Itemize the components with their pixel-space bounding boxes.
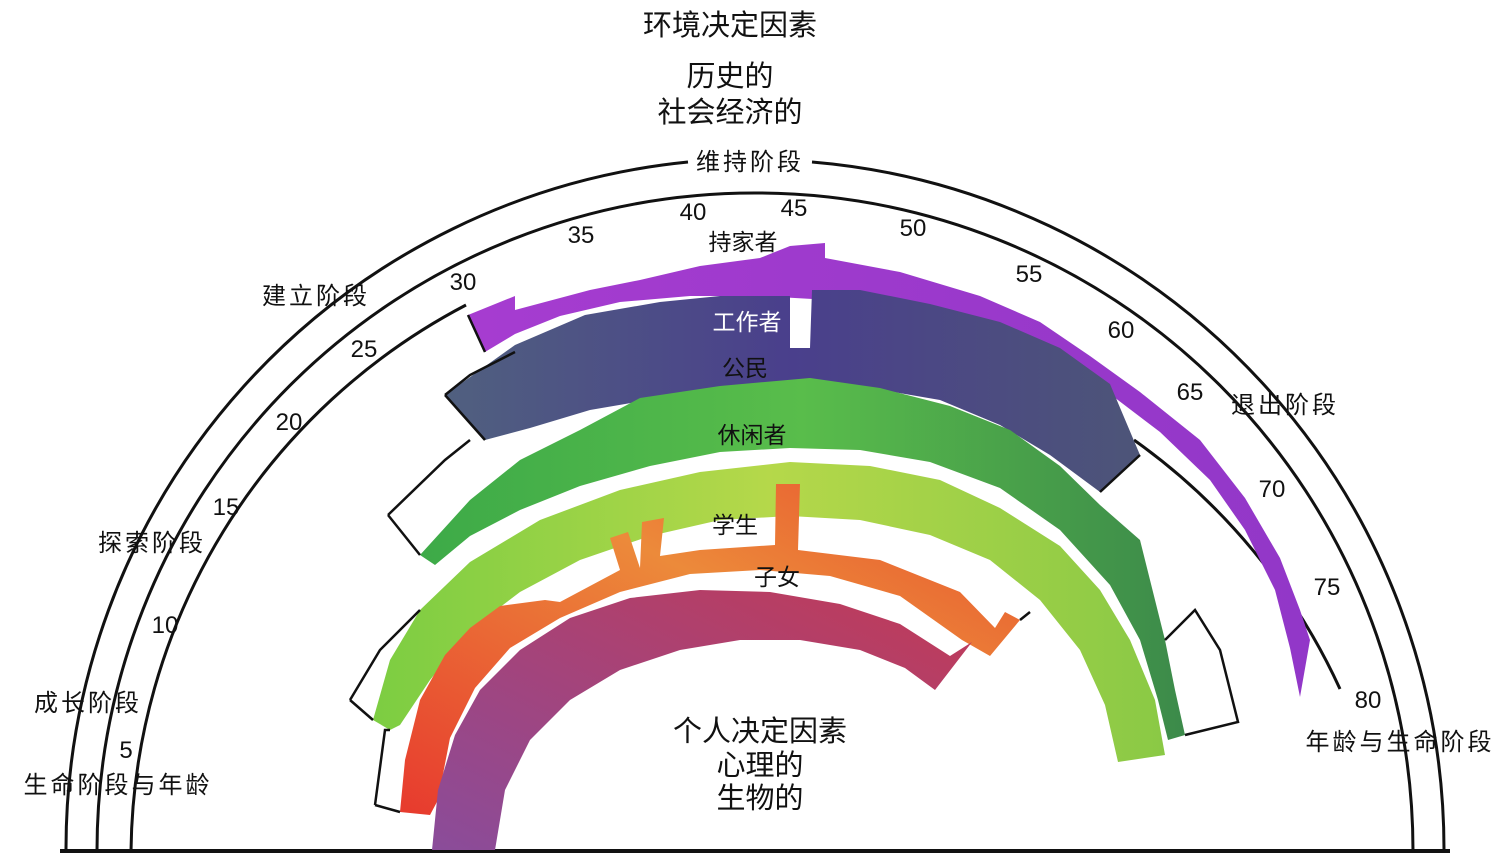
stage-exploration: 探索阶段 — [98, 529, 206, 557]
age-label: 70 — [1259, 476, 1286, 503]
band-outlines — [348, 314, 1240, 814]
inner-arc-right — [1133, 438, 1342, 690]
age-label: 80 — [1355, 687, 1382, 714]
age-label: 65 — [1177, 379, 1204, 406]
age-label: 40 — [680, 199, 707, 226]
age-label: 35 — [568, 222, 595, 249]
outline-citizen-left — [387, 394, 486, 556]
age-labels: 5 10 15 20 25 30 35 40 45 50 55 60 65 70… — [119, 195, 1381, 764]
age-label: 20 — [276, 409, 303, 436]
outer-arc-right — [811, 160, 1446, 852]
age-label: 45 — [781, 195, 808, 222]
center-line2: 生物的 — [716, 781, 803, 815]
role-label-child: 子女 — [754, 565, 800, 591]
center-title: 个人决定因素 — [673, 714, 847, 748]
age-label: 10 — [152, 612, 179, 639]
age-label: 75 — [1314, 574, 1341, 601]
outline-leisure-right — [1164, 608, 1240, 737]
age-label: 55 — [1016, 261, 1043, 288]
middle-arc — [95, 191, 1415, 852]
stage-decline: 退出阶段 — [1231, 391, 1339, 419]
role-label-student: 学生 — [712, 513, 758, 539]
age-label: 15 — [213, 494, 240, 521]
role-bands — [373, 243, 1310, 850]
role-labels: 持家者 工作者 公民 休闲者 学生 子女 — [709, 230, 801, 591]
axis-label-left: 生命阶段与年龄 — [24, 771, 213, 799]
band-child — [432, 590, 972, 850]
stage-growth: 成长阶段 — [34, 689, 142, 717]
stage-maintenance: 维持阶段 — [696, 148, 804, 176]
outer-arcs — [64, 160, 1446, 852]
center-line1: 心理的 — [716, 748, 803, 782]
role-label-leisure: 休闲者 — [718, 423, 787, 449]
outline-leisure-left — [348, 609, 421, 721]
header-line1: 历史的 — [686, 59, 773, 93]
header-title: 环境决定因素 — [643, 8, 817, 42]
age-label: 50 — [900, 215, 927, 242]
role-label-citizen: 公民 — [722, 356, 768, 382]
age-label: 25 — [351, 336, 378, 363]
header-line2: 社会经济的 — [657, 95, 802, 129]
outline-student-right — [1019, 611, 1031, 621]
age-label: 60 — [1108, 317, 1135, 344]
band-worker — [445, 290, 1140, 492]
outer-arc-left — [64, 160, 689, 852]
axis-label-right: 年龄与生命阶段 — [1306, 728, 1495, 756]
band-student — [400, 484, 1020, 815]
stage-establishment: 建立阶段 — [262, 282, 370, 310]
band-citizen — [420, 378, 1185, 740]
outline-worker-left — [444, 314, 516, 396]
band-leisure — [373, 462, 1165, 762]
role-label-worker: 工作者 — [713, 310, 782, 336]
outline-student-left — [373, 728, 401, 814]
outline-worker-right — [1099, 454, 1141, 493]
role-label-homemaker: 持家者 — [709, 230, 778, 256]
age-label: 5 — [119, 737, 132, 764]
age-label: 30 — [450, 269, 477, 296]
inner-arc-left — [129, 303, 467, 852]
